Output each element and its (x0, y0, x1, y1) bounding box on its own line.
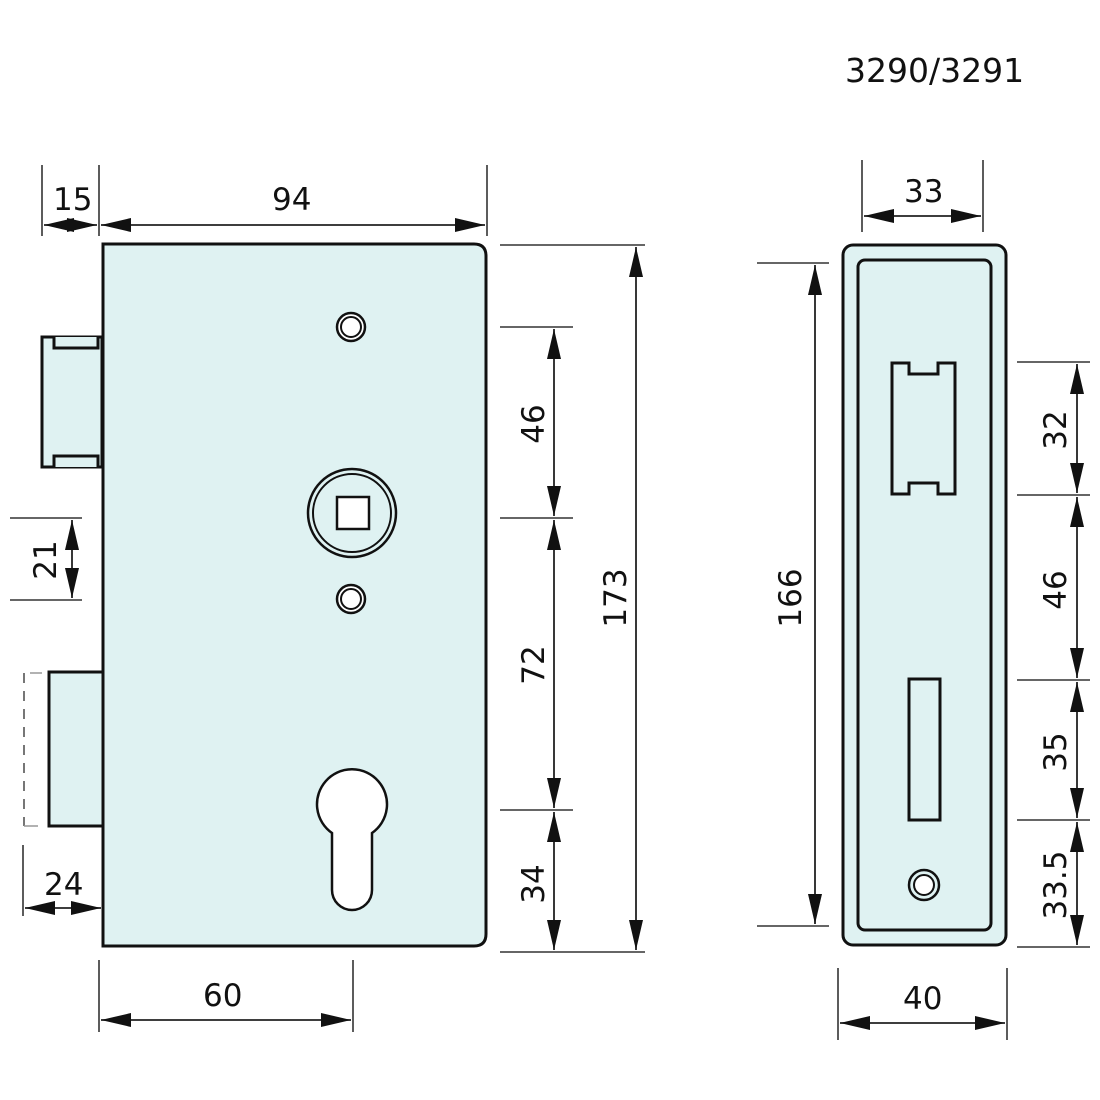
bolt-opening-icon (907, 677, 942, 822)
top-screw-hole-icon (335, 311, 367, 343)
plate-screw-hole-icon (907, 868, 941, 902)
dim-body-width: 94 (272, 182, 311, 218)
square-follower-icon (306, 467, 398, 559)
euro-cylinder-cutout-icon (315, 768, 389, 912)
bottom-screw-hole-icon (335, 583, 367, 615)
dim-bolt-opening: 35 (1038, 732, 1074, 771)
dim-follower-to-cylinder: 72 (516, 645, 552, 684)
side-view-dimensions: 33 166 32 46 35 33.5 40 (757, 160, 1090, 1040)
deadbolt (47, 670, 106, 828)
dim-latch-height: 21 (28, 540, 64, 579)
dim-latch-projection: 15 (53, 182, 92, 218)
dim-plate-width: 40 (903, 981, 942, 1017)
latch-bolt (40, 335, 104, 469)
dim-follower-to-top-screw: 46 (516, 404, 552, 443)
lock-body-front-view (23, 242, 488, 948)
dim-latch-opening: 32 (1038, 410, 1074, 449)
dim-inner-width: 33 (904, 174, 943, 210)
dim-bolt-projection: 24 (44, 867, 83, 903)
forend-plate-inner (856, 258, 993, 932)
dim-bolt-to-bottom: 33.5 (1038, 850, 1074, 919)
lock-case (101, 242, 488, 948)
front-view-dimensions: 15 94 46 72 34 173 21 24 60 (10, 165, 645, 1032)
dim-cylinder-to-bottom: 34 (516, 864, 552, 903)
dim-plate-height: 166 (773, 568, 809, 627)
latch-opening-icon (890, 361, 957, 496)
dim-latch-to-bolt: 46 (1038, 570, 1074, 609)
forend-plate-side-view (841, 243, 1008, 947)
dim-backset: 60 (203, 978, 242, 1014)
model-number-title: 3290/3291 (845, 51, 1024, 90)
dim-total-height: 173 (598, 568, 634, 627)
